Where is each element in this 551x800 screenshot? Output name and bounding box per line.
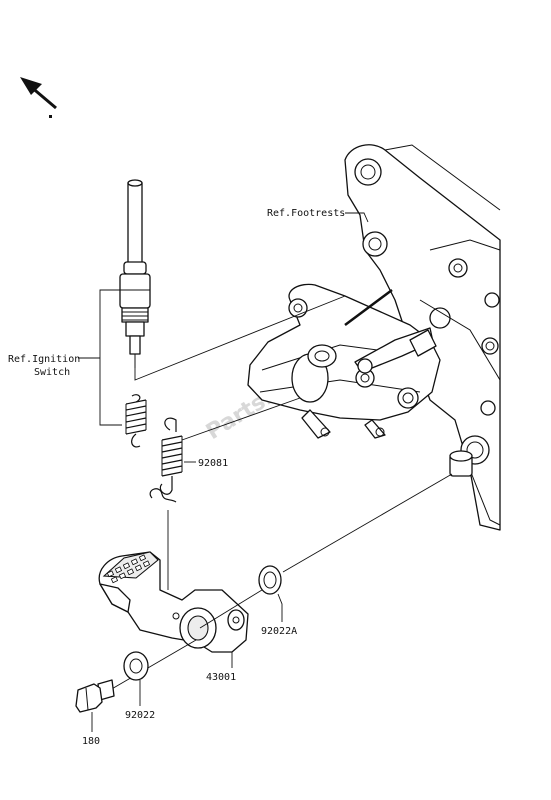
label-43001: 43001 — [206, 672, 236, 683]
label-ref-ignition-line2: Switch — [34, 367, 70, 378]
label-180: 180 — [82, 736, 100, 747]
switch-leader — [134, 295, 346, 381]
label-92022: 92022 — [125, 710, 155, 721]
bolt-180 — [75, 679, 115, 713]
footrest-mount-bracket — [247, 283, 441, 439]
rear-brake-light-switch — [119, 179, 151, 368]
switch-rod — [344, 288, 437, 374]
washer-92022 — [123, 651, 149, 681]
brake-pedal — [98, 551, 249, 653]
footrests-leader — [345, 212, 369, 223]
pedal-tread — [106, 554, 151, 584]
washer-92022a — [258, 565, 282, 595]
label-ref-ignition-line1: Ref.Ignition — [8, 354, 80, 365]
pivot-leader-b — [282, 473, 453, 573]
dot-mark — [49, 115, 52, 118]
arrow-up-left-icon — [20, 77, 57, 110]
label-92022a: 92022A — [261, 626, 297, 637]
pivot-pin — [449, 450, 473, 477]
ignition-switch-bracket — [78, 289, 122, 426]
label-92022a-leader — [277, 593, 283, 622]
bolt-leader — [109, 639, 197, 691]
label-92081: 92081 — [198, 458, 228, 469]
spring-leader — [181, 397, 301, 441]
switch-spring — [125, 394, 147, 448]
label-ref-footrests: Ref.Footrests — [267, 208, 345, 219]
return-spring — [149, 417, 183, 503]
